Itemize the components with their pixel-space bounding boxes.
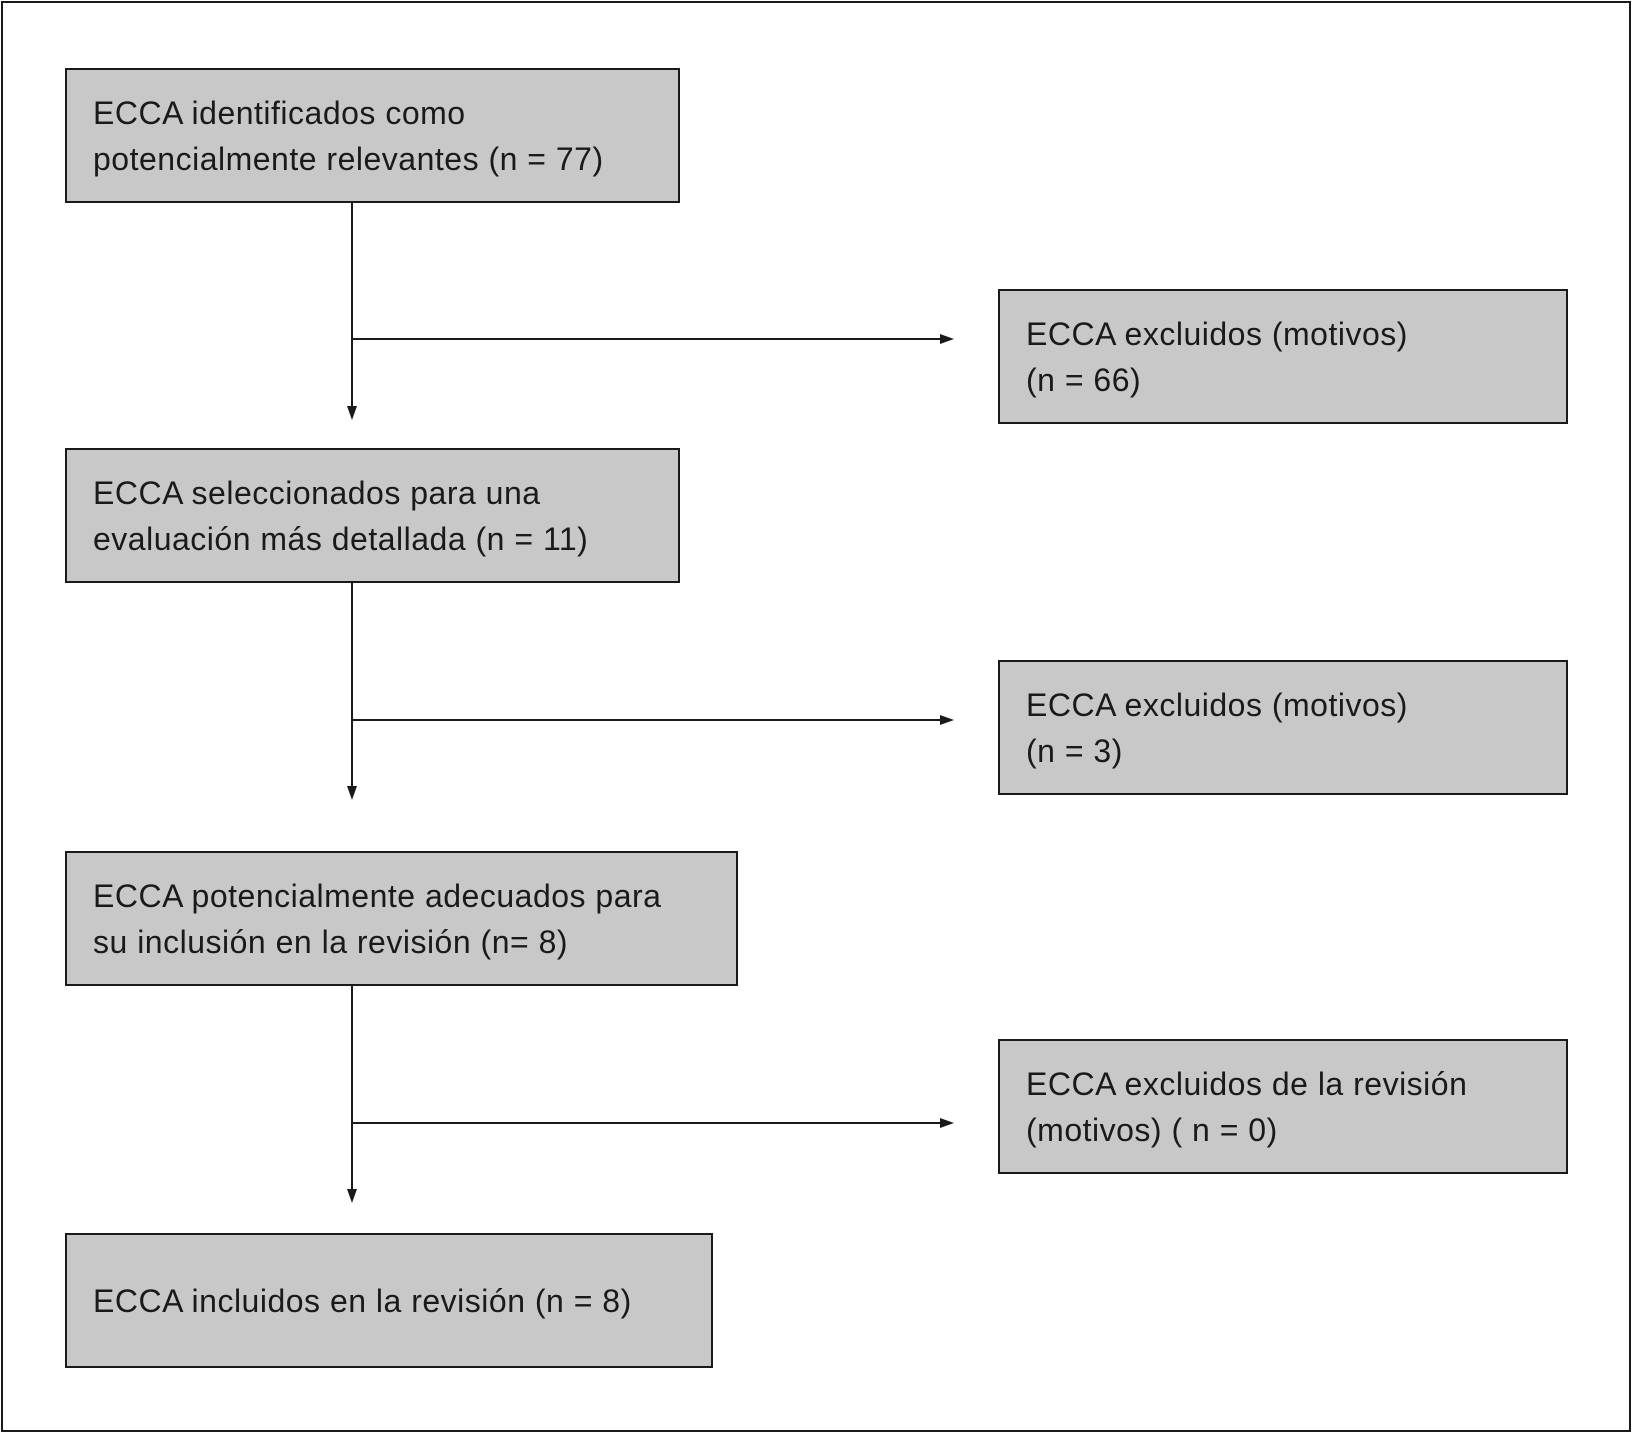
step-identified-line2: potencialmente relevantes (n = 77)	[93, 140, 604, 177]
exclusion-2-line1: ECCA excluidos (motivos)	[1026, 686, 1408, 723]
step-identified-line1: ECCA identificados como	[93, 94, 466, 131]
step-selected: ECCA seleccionados para una evaluación m…	[65, 448, 680, 583]
step-included-line1: ECCA incluidos en la revisión (n = 8)	[93, 1282, 632, 1319]
step-selected-line2: evaluación más detallada (n = 11)	[93, 520, 589, 557]
exclusion-3-line1: ECCA excluidos de la revisión	[1026, 1065, 1468, 1102]
exclusion-2: ECCA excluidos (motivos) (n = 3)	[998, 660, 1568, 795]
exclusion-1-line1: ECCA excluidos (motivos)	[1026, 315, 1408, 352]
exclusion-1-line2: (n = 66)	[1026, 361, 1142, 398]
step-identified: ECCA identificados como potencialmente r…	[65, 68, 680, 203]
step-potentially-suitable: ECCA potencialmente adecuados para su in…	[65, 851, 738, 986]
exclusion-1: ECCA excluidos (motivos) (n = 66)	[998, 289, 1568, 424]
step-included: ECCA incluidos en la revisión (n = 8)	[65, 1233, 713, 1368]
step-potentially-suitable-line2: su inclusión en la revisión (n= 8)	[93, 923, 569, 960]
step-potentially-suitable-line1: ECCA potencialmente adecuados para	[93, 877, 662, 914]
step-selected-line1: ECCA seleccionados para una	[93, 474, 541, 511]
exclusion-2-line2: (n = 3)	[1026, 732, 1123, 769]
exclusion-3: ECCA excluidos de la revisión (motivos) …	[998, 1039, 1568, 1174]
exclusion-3-line2: (motivos) ( n = 0)	[1026, 1111, 1278, 1148]
